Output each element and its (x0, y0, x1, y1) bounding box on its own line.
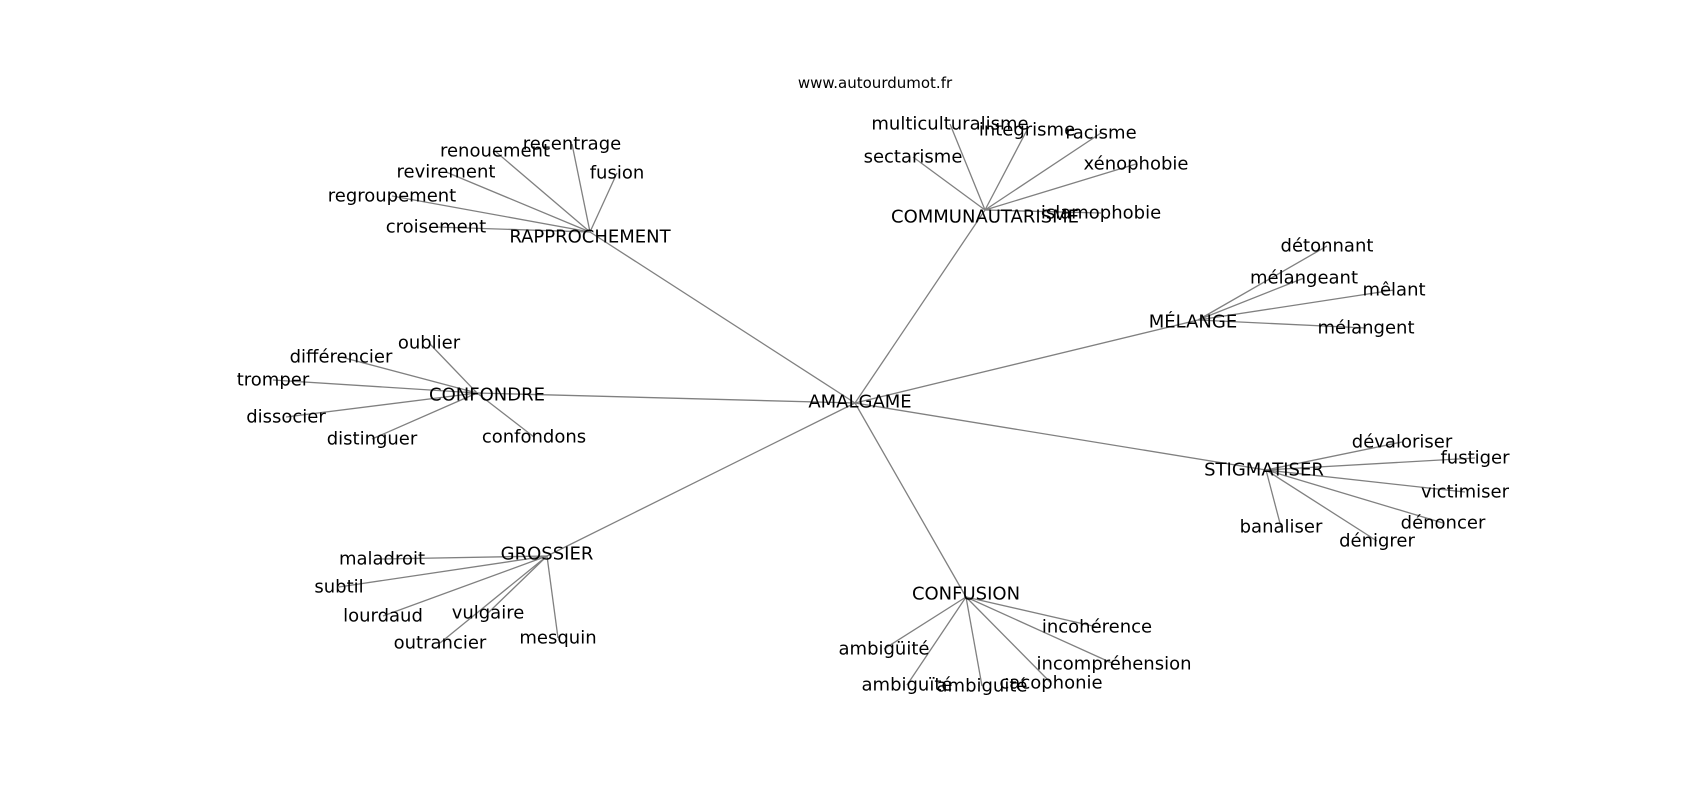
edge-amalgame-confusion (854, 402, 967, 598)
word-node-revirement[interactable]: revirement (397, 162, 496, 183)
edge-confusion-ambiguite (965, 596, 983, 687)
word-node-maladroit[interactable]: maladroit (339, 549, 425, 570)
edge-confondre-tromper (272, 379, 478, 394)
word-node-distinguer[interactable]: distinguer (327, 429, 418, 450)
word-node-confondons[interactable]: confondons (482, 427, 586, 448)
edge-communautarisme-racisme (984, 132, 1102, 211)
edge-confondre-differencier (340, 356, 478, 394)
word-node-melant[interactable]: mêlant (1362, 280, 1425, 301)
hub-node-confusion[interactable]: CONFUSION (912, 584, 1020, 605)
edge-amalgame-confondre (476, 392, 856, 404)
word-node-islamophobie[interactable]: islamophobie (1041, 203, 1161, 224)
word-node-melangent[interactable]: mélangent (1317, 318, 1414, 339)
word-node-incomprehension[interactable]: incompréhension (1036, 654, 1191, 675)
edge-communautarisme-islamophobie (984, 209, 1102, 214)
edge-stigmatiser-devaloriser (1265, 441, 1403, 471)
word-node-devaloriser[interactable]: dévaloriser (1352, 432, 1453, 453)
edge-grossier-vulgaire (487, 555, 548, 614)
word-node-lourdaud[interactable]: lourdaud (343, 606, 423, 627)
source-label: www.autourdumot.fr (798, 74, 953, 92)
edge-confusion-ambiguite (906, 596, 967, 686)
edge-rapprochement-fusion (589, 172, 618, 233)
word-node-ambiguite[interactable]: ambiguité (937, 676, 1028, 697)
edge-grossier-mesquin (546, 555, 559, 639)
edge-stigmatiser-denoncer (1265, 469, 1444, 524)
edge-confondre-distinguer (371, 392, 478, 440)
edge-melange-melangeant (1197, 277, 1305, 321)
word-node-renouement[interactable]: renouement (440, 141, 550, 162)
word-node-cacophonie[interactable]: cacophonie (999, 673, 1102, 694)
word-node-banaliser[interactable]: banaliser (1240, 517, 1323, 538)
word-node-ambiguite[interactable]: ambigüité (839, 639, 930, 660)
edge-rapprochement-renouement (494, 150, 591, 233)
word-node-integrisme[interactable]: intégrisme (979, 120, 1075, 141)
edge-communautarisme-integrisme (984, 129, 1028, 211)
edge-confusion-ambiguite (883, 596, 967, 650)
graph-edges (272, 123, 1476, 687)
edge-stigmatiser-banaliser (1265, 469, 1282, 528)
word-node-ambiguite[interactable]: ambiguïté (862, 675, 953, 696)
edge-stigmatiser-victimiser (1265, 469, 1466, 493)
center-node-amalgame[interactable]: AMALGAME (808, 392, 911, 413)
word-node-multiculturalisme[interactable]: multiculturalisme (871, 114, 1028, 135)
word-node-sectarisme[interactable]: sectarisme (864, 147, 963, 168)
word-node-fusion[interactable]: fusion (590, 163, 645, 184)
hub-node-melange[interactable]: MÉLANGE (1149, 311, 1237, 333)
edge-melange-melangent (1197, 319, 1367, 329)
edge-rapprochement-croisement (435, 226, 591, 233)
edge-stigmatiser-denigrer (1265, 469, 1378, 542)
word-node-vulgaire[interactable]: vulgaire (452, 603, 525, 624)
word-node-racisme[interactable]: racisme (1065, 123, 1136, 144)
word-node-victimiser[interactable]: victimiser (1421, 482, 1510, 503)
edge-melange-detonnant (1197, 245, 1328, 321)
word-node-fustiger[interactable]: fustiger (1440, 448, 1510, 469)
edge-rapprochement-revirement (445, 171, 591, 233)
edge-amalgame-rapprochement (589, 231, 856, 404)
edge-confusion-incoherence (965, 596, 1098, 628)
edge-communautarisme-multiculturalisme (949, 123, 986, 211)
word-node-detonnant[interactable]: détonnant (1281, 236, 1374, 257)
word-node-melangeant[interactable]: mélangeant (1250, 268, 1358, 289)
edge-amalgame-stigmatiser (854, 402, 1267, 471)
word-node-differencier[interactable]: différencier (290, 347, 393, 368)
edge-grossier-outrancier (439, 555, 548, 644)
edge-confusion-incomprehension (965, 596, 1115, 665)
hub-node-communautarisme[interactable]: COMMUNAUTARISME (891, 207, 1079, 228)
edge-grossier-lourdaud (382, 555, 548, 617)
edge-communautarisme-xenophobie (984, 163, 1137, 211)
edge-rapprochement-regroupement (391, 195, 591, 233)
edge-amalgame-melange (854, 319, 1199, 404)
edge-stigmatiser-fustiger (1265, 457, 1476, 471)
word-node-regroupement[interactable]: regroupement (328, 186, 457, 207)
edge-melange-melant (1197, 289, 1395, 321)
word-node-denoncer[interactable]: dénoncer (1401, 513, 1486, 534)
word-node-incoherence[interactable]: incohérence (1042, 617, 1152, 638)
word-node-dissocier[interactable]: dissocier (246, 407, 326, 428)
word-node-mesquin[interactable]: mesquin (519, 628, 596, 649)
edge-communautarisme-sectarisme (912, 156, 986, 211)
edge-confusion-cacophonie (965, 596, 1052, 684)
edge-grossier-maladroit (381, 555, 548, 560)
word-node-subtil[interactable]: subtil (314, 577, 363, 598)
word-node-croisement[interactable]: croisement (386, 217, 486, 238)
edge-amalgame-grossier (546, 402, 856, 557)
hub-node-confondre[interactable]: CONFONDRE (429, 385, 545, 406)
edge-confondre-dissocier (285, 392, 478, 418)
word-node-xenophobie[interactable]: xénophobie (1084, 154, 1189, 175)
word-node-recentrage[interactable]: recentrage (523, 134, 621, 155)
graph-labels: www.autourdumot.fr AMALGAME RAPPROCHEMEN… (237, 74, 1510, 697)
edge-grossier-subtil (338, 555, 548, 588)
word-node-outrancier[interactable]: outrancier (394, 633, 487, 654)
hub-node-grossier[interactable]: GROSSIER (501, 544, 594, 565)
word-node-oublier[interactable]: oublier (398, 333, 461, 354)
edge-confondre-oublier (428, 342, 478, 394)
edge-amalgame-communautarisme (854, 209, 986, 404)
edge-confondre-confondons (476, 392, 535, 438)
edge-rapprochement-recentrage (571, 143, 591, 233)
word-node-tromper[interactable]: tromper (237, 370, 310, 391)
word-node-denigrer[interactable]: dénigrer (1339, 531, 1415, 552)
hub-node-stigmatiser[interactable]: STIGMATISER (1204, 460, 1324, 481)
hub-node-rapprochement[interactable]: RAPPROCHEMENT (509, 227, 671, 248)
